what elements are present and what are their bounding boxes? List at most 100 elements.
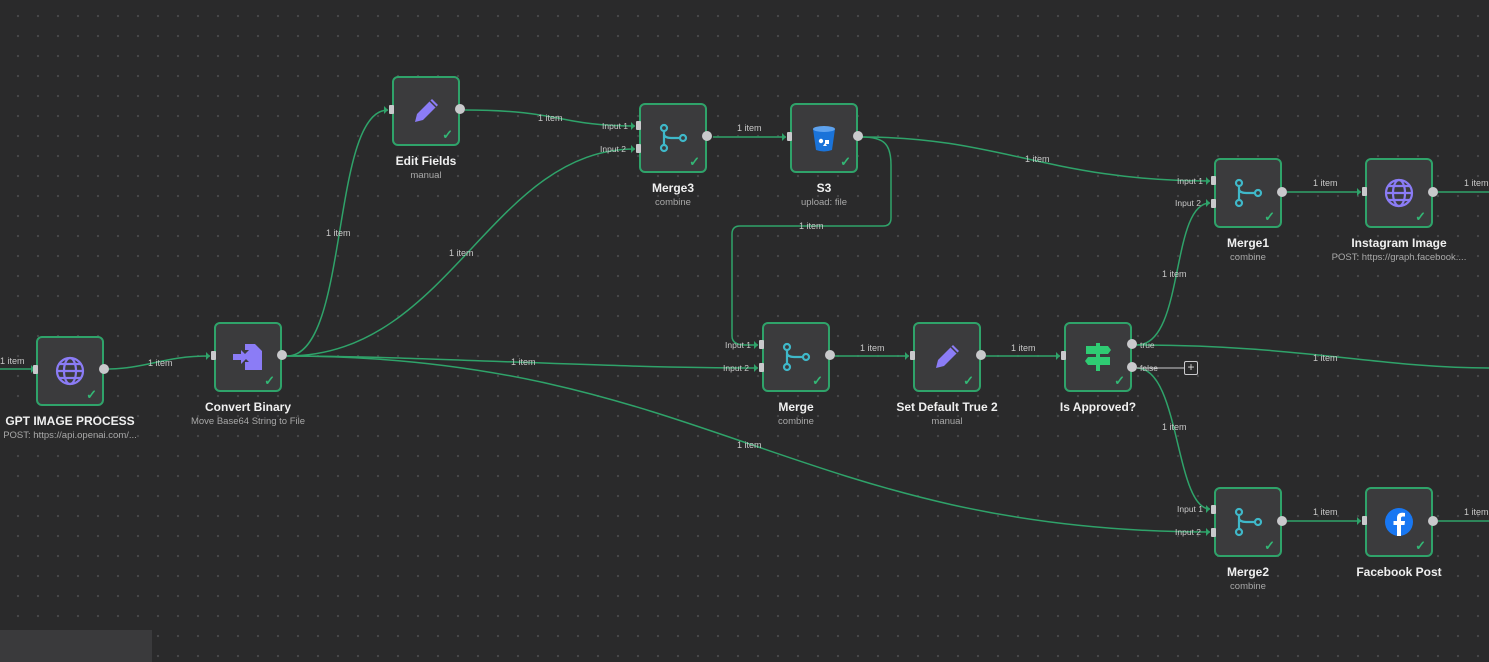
arrow-s3-in: [782, 133, 786, 141]
input-port-2[interactable]: [1211, 199, 1216, 208]
node-s3[interactable]: ✓ S3 upload: file: [787, 103, 863, 208]
node-subtitle: manual: [931, 416, 963, 427]
node-body[interactable]: ✓: [36, 336, 104, 406]
arrow-merge-in1: [754, 341, 758, 349]
success-check-icon: ✓: [86, 387, 97, 402]
arrow-isapproved-in: [1056, 352, 1060, 360]
node-title: Convert Binary: [204, 400, 292, 414]
output-port[interactable]: [825, 350, 835, 360]
node-subtitle: upload: file: [801, 197, 847, 208]
edge-label: 1 item: [860, 343, 885, 353]
input-port[interactable]: [1362, 516, 1367, 525]
node-body[interactable]: ✓: [1214, 158, 1282, 228]
arrow-setdefault-in: [905, 352, 909, 360]
node-gpt-image-process[interactable]: ✓ GPT IMAGE PROCESS POST: https://api.op…: [3, 336, 137, 441]
node-body[interactable]: ✓: [392, 76, 460, 146]
output-port-false[interactable]: [1127, 362, 1137, 372]
edge-label: 1 item: [0, 356, 25, 366]
node-title: Merge2: [1226, 565, 1270, 579]
input-port[interactable]: [1362, 187, 1367, 196]
convert-file-icon: [231, 340, 265, 374]
node-body[interactable]: ✓: [639, 103, 707, 173]
node-edit-fields[interactable]: ✓ Edit Fields manual: [389, 76, 465, 181]
merge-icon: [656, 121, 690, 155]
arrow-instagram-in: [1357, 188, 1361, 196]
input-port-1[interactable]: [636, 121, 641, 130]
node-body[interactable]: ✓: [1365, 158, 1433, 228]
node-body[interactable]: ✓: [1214, 487, 1282, 557]
node-set-default-true-2[interactable]: ✓ Set Default True 2 manual: [896, 322, 998, 427]
merge-icon: [779, 340, 813, 374]
node-instagram-image[interactable]: ✓ Instagram Image POST: https://graph.fa…: [1332, 158, 1466, 263]
arrow-facebook-in: [1357, 517, 1361, 525]
output-port[interactable]: [277, 350, 287, 360]
input-port-1[interactable]: [759, 340, 764, 349]
edge-convert-editfields: [286, 109, 389, 357]
edge-convert-merge3: [286, 148, 636, 357]
output-port[interactable]: [1277, 187, 1287, 197]
arrow-merge3-in1: [631, 122, 635, 130]
output-port[interactable]: [455, 104, 465, 114]
input-port[interactable]: [33, 365, 38, 374]
input-port-1[interactable]: [1211, 505, 1216, 514]
edge-label: 1 item: [737, 440, 762, 450]
node-convert-binary[interactable]: ✓ Convert Binary Move Base64 String to F…: [191, 322, 305, 427]
input-port-2[interactable]: [1211, 528, 1216, 537]
success-check-icon: ✓: [1415, 209, 1426, 224]
node-body[interactable]: ✓: [762, 322, 830, 392]
output-port-true[interactable]: [1127, 339, 1137, 349]
edge-label: 1 item: [1162, 269, 1187, 279]
node-body[interactable]: ✓: [913, 322, 981, 392]
node-body[interactable]: ✓: [214, 322, 282, 392]
node-subtitle: combine: [778, 416, 814, 427]
node-merge3[interactable]: ✓ Merge3 combine: [636, 103, 712, 208]
input-port-2[interactable]: [759, 363, 764, 372]
node-subtitle: manual: [410, 170, 442, 181]
node-subtitle: combine: [655, 197, 691, 208]
node-subtitle: POST: https://graph.facebook....: [1331, 252, 1467, 263]
output-port[interactable]: [976, 350, 986, 360]
node-is-approved[interactable]: ✓ Is Approved?: [1060, 322, 1137, 414]
input-port-1[interactable]: [1211, 176, 1216, 185]
edge-label: 1 item: [326, 228, 351, 238]
node-facebook-post[interactable]: ✓ Facebook Post: [1356, 487, 1442, 579]
input-2-label: Input 2: [600, 144, 626, 154]
node-title: GPT IMAGE PROCESS: [5, 414, 135, 428]
node-title: Is Approved?: [1059, 400, 1137, 414]
input-port[interactable]: [1061, 351, 1066, 360]
arrow-editfields-in: [384, 106, 388, 114]
input-port[interactable]: [787, 132, 792, 141]
edge-s3-merge: [731, 136, 892, 346]
edge-label: 1 item: [1464, 507, 1489, 517]
output-port[interactable]: [1428, 516, 1438, 526]
input-port[interactable]: [910, 351, 915, 360]
node-title: S3: [816, 181, 832, 195]
edge-label: 1 item: [1313, 507, 1338, 517]
output-port[interactable]: [1277, 516, 1287, 526]
node-body[interactable]: ✓: [790, 103, 858, 173]
output-port[interactable]: [702, 131, 712, 141]
node-subtitle: combine: [1230, 581, 1266, 592]
node-title: Edit Fields: [395, 154, 457, 168]
arrow-merge2-in2: [1206, 528, 1210, 536]
node-merge1[interactable]: ✓ Merge1 combine: [1211, 158, 1287, 263]
add-node-button[interactable]: +: [1184, 361, 1198, 375]
node-merge[interactable]: ✓ Merge combine: [759, 322, 835, 427]
output-port[interactable]: [1428, 187, 1438, 197]
node-body[interactable]: ✓: [1365, 487, 1433, 557]
edge-label: 1 item: [511, 357, 536, 367]
node-body[interactable]: ✓: [1064, 322, 1132, 392]
output-port[interactable]: [853, 131, 863, 141]
arrow-merge1-in2: [1206, 199, 1210, 207]
output-port[interactable]: [99, 364, 109, 374]
node-subtitle: Move Base64 String to File: [190, 416, 306, 427]
input-port[interactable]: [211, 351, 216, 360]
node-merge2[interactable]: ✓ Merge2 combine: [1211, 487, 1287, 592]
input-port[interactable]: [389, 105, 394, 114]
node-subtitle: POST: https://api.openai.com/...: [3, 430, 137, 441]
merge-icon: [1231, 176, 1265, 210]
success-check-icon: ✓: [689, 154, 700, 169]
success-check-icon: ✓: [1264, 209, 1275, 224]
input-port-2[interactable]: [636, 144, 641, 153]
